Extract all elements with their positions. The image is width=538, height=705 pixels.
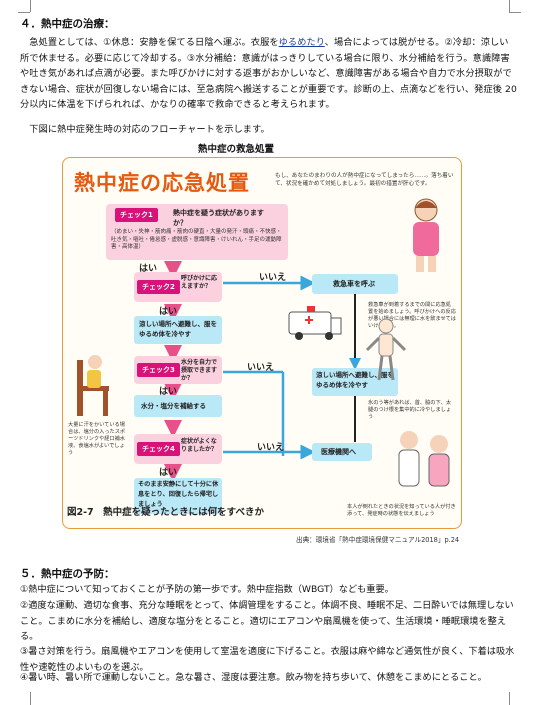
- yes-label: はい: [159, 307, 178, 317]
- water-action-box: [134, 395, 222, 417]
- crop-mark: [18, 12, 30, 13]
- rest-action: そのまま安静にして十分に休息をとり、回復したら帰宅しましょう: [138, 481, 219, 508]
- doctor-illustration-icon: [398, 431, 450, 487]
- underlined-text: ゆるめたり: [278, 37, 325, 48]
- figure-note: もし、あなたのまわりの人が熱中症になってしまったら……。落ち着いて、状況を確かめ…: [275, 173, 454, 187]
- paragraph-text: 急処置としては、①休息：安静を保てる日陰へ運ぶ。衣服を: [20, 37, 279, 48]
- check2-tag: チェック2: [137, 280, 180, 294]
- right-cool-box: [312, 368, 398, 396]
- cool-action-box: [134, 316, 222, 344]
- figure-source: 出典：環境省「熱中症環境保健マニュアル2018」p.24: [296, 536, 460, 544]
- flowchart-intro: 下図に熱中症発生時の対応のフローチャートを示します。: [20, 124, 270, 135]
- no-label: いいえ: [247, 363, 275, 373]
- check2-question: 呼びかけに応えますか？: [181, 275, 218, 290]
- figure-caption: 図2-7 熱中症を疑ったときには何をすべきか: [67, 507, 264, 518]
- right-cool-note: 氷のう等があれば、首、脇の下、太腿のつけ根を集中的に冷やしましょう: [368, 400, 452, 420]
- flowchart-arrows: [164, 261, 361, 482]
- check1-tag: チェック1: [115, 208, 158, 222]
- ambulance-icon: [288, 306, 342, 340]
- water-action: 水分・塩分を補給する: [141, 402, 206, 410]
- prevention-item: ②適度な運動、適切な食事、充分な睡眠をとって、体調管理をすること。体調不良、睡眠…: [20, 600, 514, 642]
- crop-mark: [30, 0, 31, 12]
- check4-question: 症状がよくなりましたか？: [181, 438, 218, 453]
- check1-symptoms: （めまい・失神・筋肉痛・筋肉の硬直・大量の発汗・頭痛・不快感・吐き気・嘔吐・倦怠…: [111, 229, 282, 250]
- yes-label: はい: [159, 468, 178, 478]
- ambulance-label: 救急車を呼ぶ: [333, 280, 375, 288]
- prevention-item: ④暑い時、暑い所で運動しないこと。急な暑さ、湿度は要注意。飲み物を持ち歩いて、休…: [20, 672, 487, 683]
- crop-mark: [509, 692, 510, 705]
- rest-action-box: [134, 478, 222, 514]
- person-figure-icon: [365, 318, 407, 381]
- paragraph-text: 、場合によっては脱がせる。②冷却：涼しい所で休ませる。必要に応じて冷却する。③水…: [20, 37, 517, 110]
- ambulance-box: [312, 274, 398, 294]
- figure-title: 熱中症の応急処置: [74, 171, 250, 195]
- no-label: いいえ: [259, 273, 287, 283]
- check1-question: 熱中症を疑う症状がありますか？: [173, 209, 264, 227]
- yes-label: はい: [139, 264, 158, 274]
- hospital-label: 医療機関へ: [321, 448, 356, 456]
- prevention-item: ①熱中症について知っておくことが予防の第一歩です。熱中症指数（WBGT）なども重…: [20, 584, 394, 595]
- crop-mark: [30, 692, 31, 705]
- hospital-box: [312, 443, 372, 461]
- flowchart-figure: 熱中症の応急処置 もし、あなたのまわりの人が熱中症になってしまったら……。落ち着…: [62, 157, 462, 529]
- yes-label: はい: [159, 387, 178, 397]
- crop-mark: [509, 0, 510, 12]
- cool-action: 涼しい場所へ避難し、服をゆるめ体を冷やす: [139, 320, 217, 338]
- right-cool-action: 涼しい場所へ避難し、服をゆるめ体を冷やす: [316, 371, 394, 389]
- check4-tag: チェック4: [137, 442, 180, 456]
- left-note: 大量に汗をかいている場合は、塩分の入ったスポーツドリンクや経口補水液、食塩水がよ…: [68, 422, 126, 456]
- figure-caption-above: 熱中症の救急処置: [198, 144, 275, 155]
- crop-mark: [509, 12, 521, 13]
- hospital-note: 本人が倒れたときの状況を知っている人が付き添って、発症時の状態を伝えましょう: [347, 504, 456, 517]
- section-heading: ４．熱中症の治療：: [20, 18, 115, 30]
- chair-person-icon: [77, 355, 109, 416]
- prevention-item: ③暑さ対策を行う。扇風機やエアコンを使用して室温を適度に下げること。衣服は麻や綿…: [20, 646, 515, 673]
- section-heading: ５．熱中症の予防：: [20, 568, 115, 580]
- treatment-paragraph: 急処置としては、①休息：安静を保てる日陰へ運ぶ。衣服をゆるめたり、場合によっては…: [20, 35, 517, 113]
- no-label: いいえ: [257, 443, 285, 453]
- nurse-illustration-icon: [413, 198, 439, 272]
- check3-question: 水分を自力で摂取できますか？: [181, 359, 218, 382]
- check3-tag: チェック3: [137, 363, 180, 377]
